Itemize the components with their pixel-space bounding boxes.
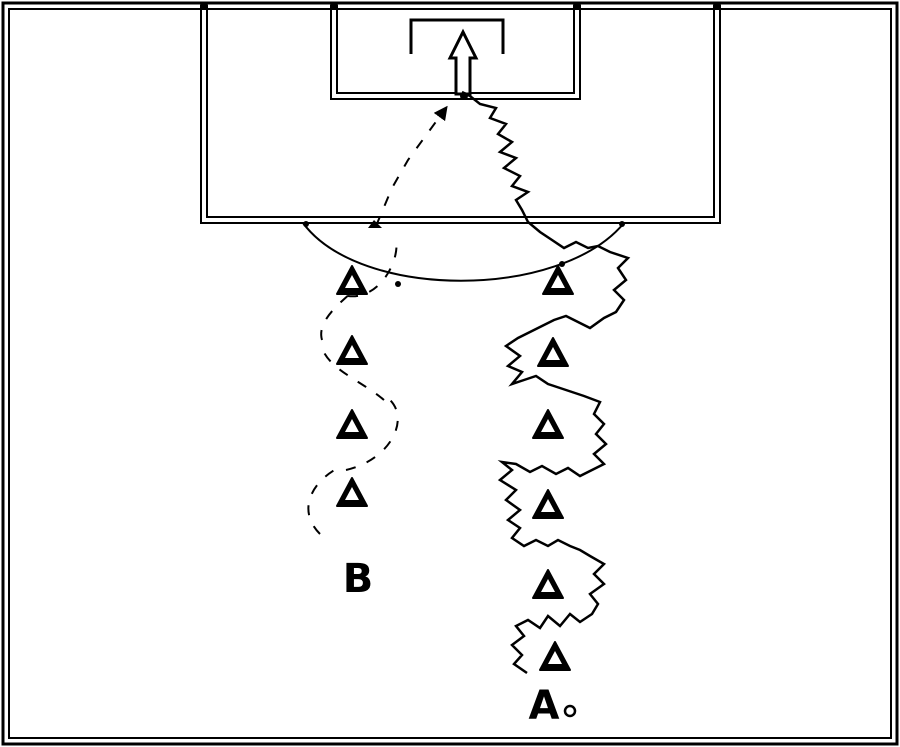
arc-endpoints: [303, 221, 625, 227]
penalty-arc: [302, 222, 625, 282]
cone-b-2-icon: [336, 335, 368, 365]
cone-b-3-icon: [336, 409, 368, 439]
station-a-label: A: [529, 683, 560, 729]
cones-group: [336, 265, 574, 671]
pass-to-goal: [368, 92, 565, 287]
station-b-label: B: [343, 556, 374, 602]
cone-b-1-icon: [336, 265, 368, 295]
cone-b-4-icon: [336, 477, 368, 507]
dribble-path-b: [307, 239, 399, 535]
cone-a-4-icon: [532, 489, 564, 519]
cone-a-1-icon: [542, 265, 574, 295]
shot-arrow-icon: [447, 28, 479, 96]
penalty-area: [200, 2, 721, 224]
cone-a-2-icon: [537, 337, 569, 367]
dribble-path-a: [461, 90, 631, 675]
cone-a-6-icon: [539, 641, 571, 671]
cone-a-3-icon: [532, 409, 564, 439]
station-a-marker: [563, 704, 577, 718]
cone-a-5-icon: [532, 569, 564, 599]
goal-icon: [409, 18, 505, 54]
